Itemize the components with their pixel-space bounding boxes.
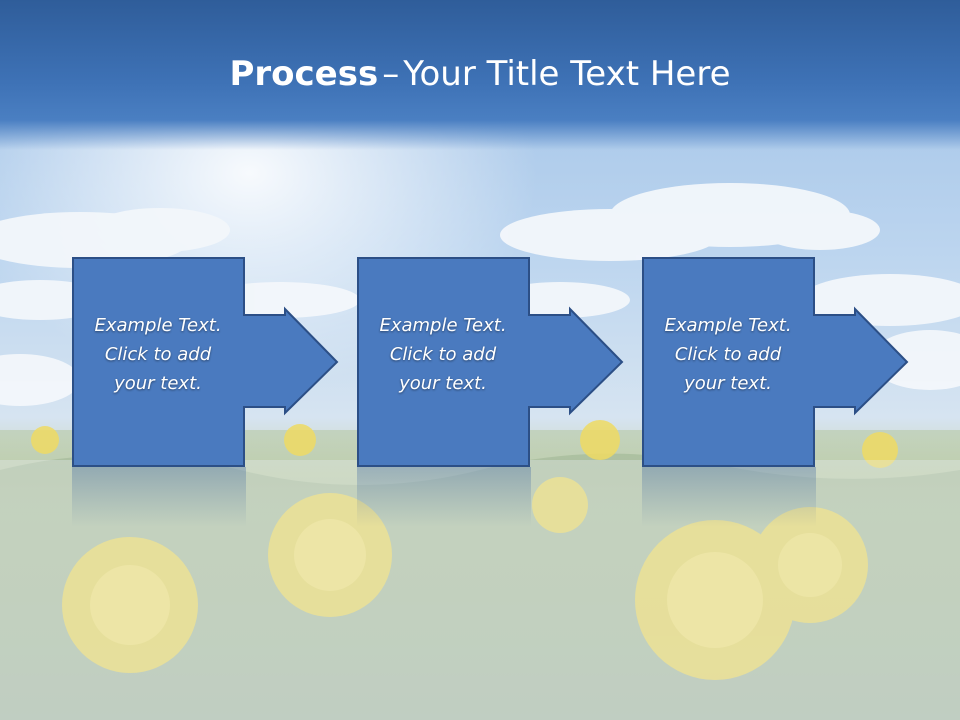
step-text-line-2: Click to add [104,344,212,365]
process-step-3[interactable]: Example Text. Click to add your text. [642,257,932,467]
title-separator: – [382,54,400,94]
step-text-line-1: Example Text. [379,315,507,336]
step-text-line-1: Example Text. [664,315,792,336]
step-text-line-3: your text. [684,373,772,394]
title-bar [0,0,960,150]
step-text: Example Text. Click to add your text. [357,311,529,398]
step-shape [642,257,909,467]
step-text-line-3: your text. [399,373,487,394]
step-text-line-1: Example Text. [94,315,222,336]
step-shape [72,257,339,467]
slide-title[interactable]: Process–Your Title Text Here [0,52,960,96]
title-bold-text: Process [229,54,379,94]
title-rest-text: Your Title Text Here [403,54,731,94]
step-text: Example Text. Click to add your text. [642,311,814,398]
step-text-line-3: your text. [114,373,202,394]
process-step-2[interactable]: Example Text. Click to add your text. [357,257,647,467]
step-text-line-2: Click to add [674,344,782,365]
step-text-line-2: Click to add [389,344,497,365]
step-shape [357,257,624,467]
process-step-1[interactable]: Example Text. Click to add your text. [72,257,362,467]
step-reflection [72,467,246,527]
step-reflection [642,467,816,527]
step-text: Example Text. Click to add your text. [72,311,244,398]
step-reflection [357,467,531,527]
